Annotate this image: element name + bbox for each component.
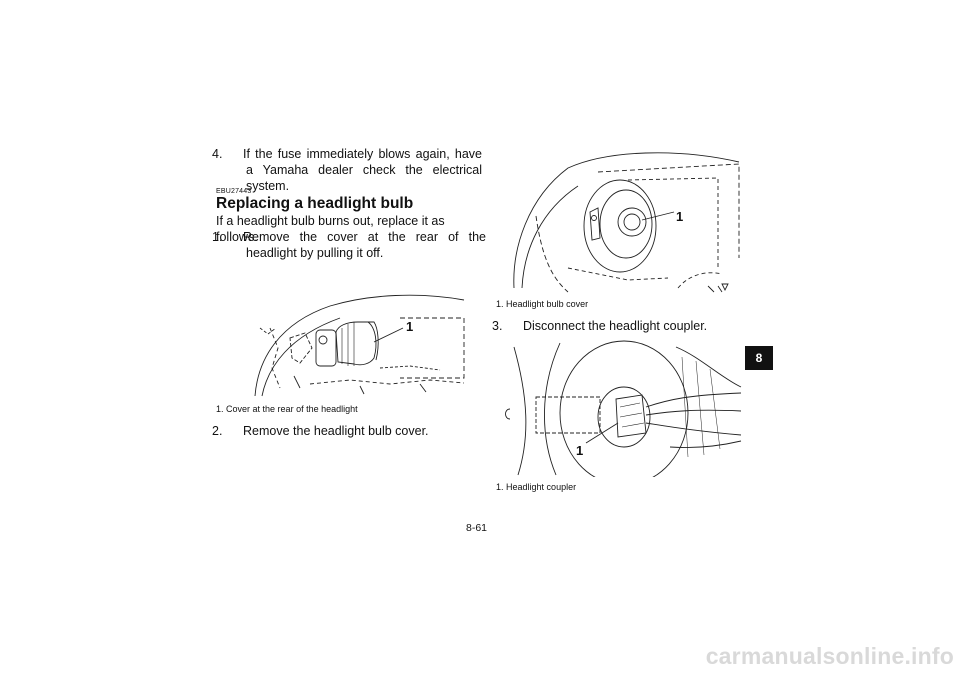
caption-text: Headlight bulb cover xyxy=(506,299,589,309)
section-heading: Replacing a headlight bulb xyxy=(216,195,414,212)
figure-2-caption: 1. Headlight bulb cover xyxy=(496,299,588,310)
headlight-rear-cover-illustration xyxy=(250,288,465,398)
step-4: 4. If the fuse immediately blows again, h… xyxy=(212,146,482,194)
caption-number: 1. xyxy=(496,482,504,492)
step-text: Remove the headlight bulb cover. xyxy=(243,424,429,438)
step-number: 3. xyxy=(492,319,503,333)
step-3: 3. Disconnect the headlight coupler. xyxy=(492,318,766,334)
caption-text: Headlight coupler xyxy=(506,482,577,492)
figure-1-caption: 1. Cover at the rear of the headlight xyxy=(216,404,358,415)
figure-headlight-rear-cover: 1 xyxy=(250,288,465,398)
step-1: 1. Remove the cover at the rear of the he… xyxy=(212,229,486,261)
step-text: If the fuse immediately blows again, hav… xyxy=(243,147,482,193)
intro-text: If a headlight bulb burns out, replace i… xyxy=(216,214,445,244)
step-text: Remove the cover at the rear of the head… xyxy=(243,230,486,260)
section-code: EBU27443 xyxy=(216,188,252,195)
headlight-coupler-illustration xyxy=(500,337,742,477)
caption-text: Cover at the rear of the headlight xyxy=(226,404,358,414)
step-text: Disconnect the headlight coupler. xyxy=(523,319,708,333)
chapter-tab: 8 xyxy=(745,346,773,370)
figure-3-caption: 1. Headlight coupler xyxy=(496,482,576,493)
page-number: 8-61 xyxy=(466,522,488,534)
callout-1: 1 xyxy=(676,209,684,224)
figure-headlight-coupler: 1 xyxy=(500,337,742,477)
step-number: 4. xyxy=(212,147,223,161)
step-2: 2. Remove the headlight bulb cover. xyxy=(212,423,486,439)
headlight-bulb-cover-illustration xyxy=(508,148,740,294)
callout-1: 1 xyxy=(576,443,584,458)
step-number: 1. xyxy=(212,230,223,244)
step-number: 2. xyxy=(212,424,223,438)
caption-number: 1. xyxy=(216,404,224,414)
callout-1: 1 xyxy=(406,319,414,334)
caption-number: 1. xyxy=(496,299,504,309)
watermark: carmanualsonline.info xyxy=(705,643,954,669)
figure-headlight-bulb-cover: 1 xyxy=(508,148,740,294)
